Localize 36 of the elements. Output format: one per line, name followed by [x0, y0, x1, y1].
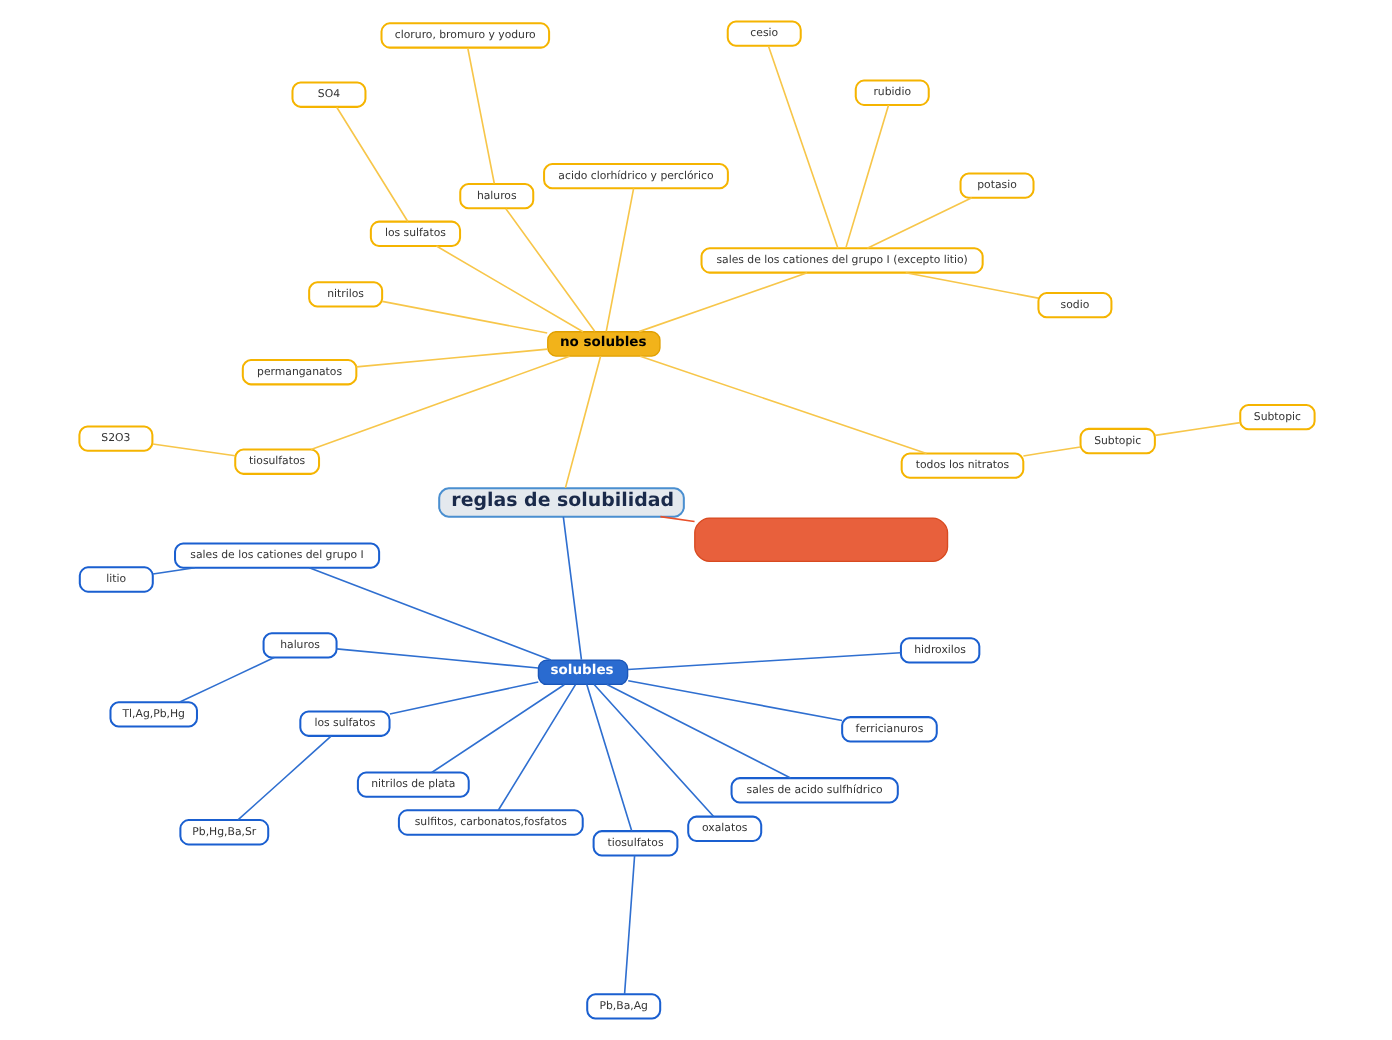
connector: [465, 47, 495, 185]
connector: [434, 245, 583, 333]
connector: [865, 197, 972, 250]
connector: [334, 648, 538, 669]
connector: [622, 854, 635, 995]
connector: [429, 683, 564, 774]
connector: [309, 355, 570, 451]
connector: [605, 683, 791, 779]
connector: [354, 348, 548, 368]
connector: [388, 681, 539, 715]
connector: [150, 443, 235, 457]
connector: [151, 567, 195, 575]
connector: [626, 679, 842, 722]
connector: [638, 355, 927, 455]
connector: [766, 45, 838, 250]
connector: [592, 683, 714, 818]
connector: [307, 567, 551, 661]
connector: [380, 300, 547, 334]
connector: [637, 271, 807, 333]
connector: [563, 355, 601, 489]
connector: [1153, 421, 1241, 437]
connector: [626, 651, 901, 671]
connector: [496, 683, 576, 811]
connector: [334, 106, 408, 223]
connector: [561, 516, 582, 661]
connector: [504, 207, 595, 333]
connector: [604, 187, 634, 333]
connector: [178, 656, 275, 703]
connector: [585, 683, 632, 832]
connector: [658, 515, 695, 523]
node-box: reglas de solubilidad: [437, 487, 684, 518]
connector: [903, 271, 1039, 299]
connector: [236, 735, 331, 821]
node-box: [693, 517, 948, 563]
connector: [1021, 446, 1081, 457]
connector: [844, 104, 889, 249]
